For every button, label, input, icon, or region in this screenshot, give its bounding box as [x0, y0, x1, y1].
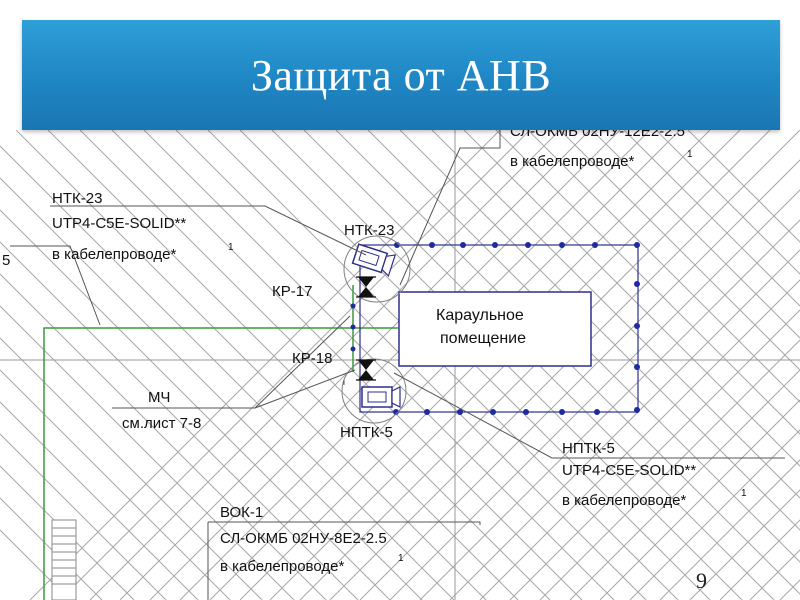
label-ntk23-left-name: НТК-23: [52, 190, 102, 207]
hatch-line: [0, 401, 199, 600]
leader-lines: [10, 130, 785, 600]
valve-icon: [356, 276, 376, 298]
sensor-dot: [424, 409, 430, 415]
label-mch-ref: см.лист 7-8: [122, 415, 201, 432]
sensor-dot: [634, 407, 640, 413]
hatch-line: [495, 130, 800, 435]
sensor-dot: [523, 409, 529, 415]
label-left-edge-number: 5: [2, 252, 10, 269]
sensor-dot: [525, 242, 531, 248]
label-cable-top-route: в кабелепроводе*: [510, 153, 634, 170]
label-ntk23-left-note: 1: [228, 242, 234, 253]
hatch-line: [479, 279, 800, 600]
sensor-dot: [634, 323, 640, 329]
label-nptk5-right-route: в кабелепроводе*: [562, 492, 686, 509]
label-cable-top-note: 1: [687, 149, 693, 160]
slide-header: Защита от АНВ: [22, 20, 780, 130]
slide-number: 9: [696, 568, 707, 593]
sensor-dot: [559, 409, 565, 415]
hatch-line: [509, 309, 800, 600]
label-nptk5-right-name: НПТК-5: [562, 440, 615, 457]
hatch-line: [659, 459, 800, 600]
hatch-line: [431, 130, 800, 499]
label-vok1-note: 1: [398, 553, 404, 564]
label-vok1-route: в кабелепроводе*: [220, 558, 344, 575]
room-label-line2: помещение: [440, 330, 526, 347]
label-ntk23-left-cable: UTP4-C5E-SOLID**: [52, 215, 186, 232]
hatch-line: [689, 489, 800, 600]
sensor-dot: [592, 242, 598, 248]
hatch-line: [143, 130, 615, 600]
slide-title: Защита от АНВ: [250, 50, 552, 100]
hatch-line: [569, 369, 800, 600]
label-nptk5-right-note: 1: [741, 488, 747, 499]
label-cable-top-code: СЛ-ОКМБ 02НУ-12Е2-2.5: [510, 123, 685, 140]
hatch-line: [29, 130, 501, 600]
hatch-line: [0, 433, 167, 600]
label-mch-name: МЧ: [148, 389, 170, 406]
cable-well: [51, 519, 77, 600]
callout-circle-nptk5: [341, 358, 407, 424]
hatch-line: [559, 130, 800, 371]
sensor-dot: [634, 281, 640, 287]
hatch-line: [59, 130, 531, 600]
hatch-line: [0, 497, 103, 600]
sensor-dot: [460, 242, 466, 248]
junction-dot: [350, 346, 356, 352]
perimeter-sensors: [393, 242, 640, 415]
valve-icon: [356, 359, 376, 381]
hatch-line: [539, 339, 800, 600]
label-nptk5-right-cable: UTP4-C5E-SOLID**: [562, 462, 696, 479]
hatch-line: [0, 369, 231, 600]
sensor-dot: [634, 242, 640, 248]
hatch-line: [591, 130, 800, 339]
camera-icon: [361, 386, 401, 408]
label-nptk5-device: НПТК-5: [340, 424, 393, 441]
hatch-line: [629, 429, 800, 600]
label-vok1-cable: СЛ-ОКМБ 02НУ-8Е2-2.5: [220, 530, 387, 547]
hatch-line: [527, 130, 800, 403]
hatch-line: [623, 130, 800, 307]
sensor-dot: [634, 364, 640, 370]
label-kr17: КР-17: [272, 283, 312, 300]
hatch-line: [111, 130, 583, 600]
hatch-line: [687, 130, 800, 243]
hatch-line: [367, 130, 800, 563]
junction-dot: [350, 303, 356, 309]
camera-icon: [351, 243, 397, 277]
cable-route-green: [43, 285, 398, 600]
hatch-line: [0, 337, 263, 600]
sensor-dot: [594, 409, 600, 415]
label-ntk23-left-route: в кабелепроводе*: [52, 246, 176, 263]
sensor-dot: [492, 242, 498, 248]
hatch-line: [655, 130, 800, 275]
sensor-dot: [393, 409, 399, 415]
guard-room: [398, 291, 592, 367]
sensor-dot: [429, 242, 435, 248]
hatch-line: [89, 130, 561, 600]
hatch-line: [599, 399, 800, 600]
hatch-line: [449, 249, 800, 600]
label-ntk23-device: НТК-23: [344, 222, 394, 239]
junction-dot: [350, 324, 356, 330]
sensor-dot: [457, 409, 463, 415]
label-vok1-name: ВОК-1: [220, 504, 263, 521]
sensor-dot: [490, 409, 496, 415]
hatch-line: [719, 519, 800, 600]
sensor-dot: [559, 242, 565, 248]
callout-circle-ntk23: [343, 235, 411, 303]
room-label-line1: Караульное: [436, 307, 524, 324]
label-kr18: КР-18: [292, 350, 332, 367]
hatch-line: [419, 219, 800, 600]
